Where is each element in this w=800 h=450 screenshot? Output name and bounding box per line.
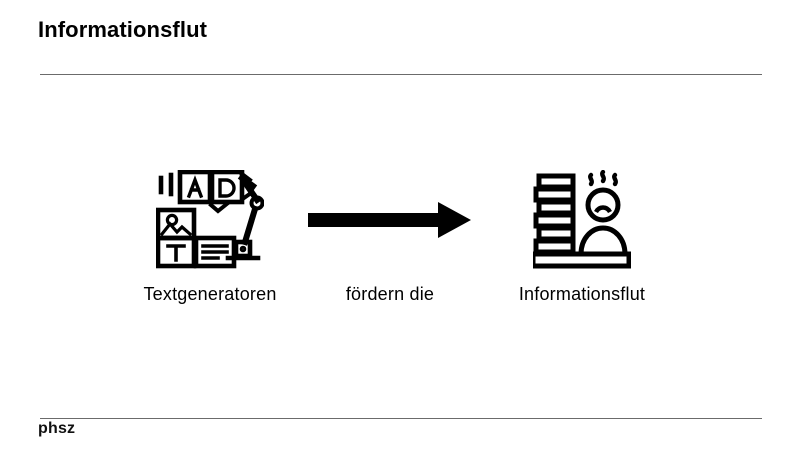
diagram-node-relation-label: fördern die	[345, 284, 435, 304]
right-arrow-icon	[290, 170, 490, 270]
diagram-node-relation: fördern die	[290, 170, 490, 305]
diagram-node-source: Textgeneratoren	[110, 170, 310, 305]
diagram: Textgeneratoren fördern die	[0, 160, 800, 320]
stressed-person-paper-stack-icon	[482, 170, 682, 270]
robot-arm-text-blocks-icon	[110, 170, 310, 270]
footer-logo: phsz	[38, 420, 76, 437]
page-title: Informationsflut	[38, 17, 208, 42]
footer-divider	[40, 418, 762, 419]
title-divider	[40, 74, 762, 75]
diagram-node-target: Informationsflut	[482, 170, 682, 305]
diagram-node-target-label: Informationsflut	[518, 284, 646, 304]
diagram-node-source-label: Textgeneratoren	[143, 284, 277, 304]
